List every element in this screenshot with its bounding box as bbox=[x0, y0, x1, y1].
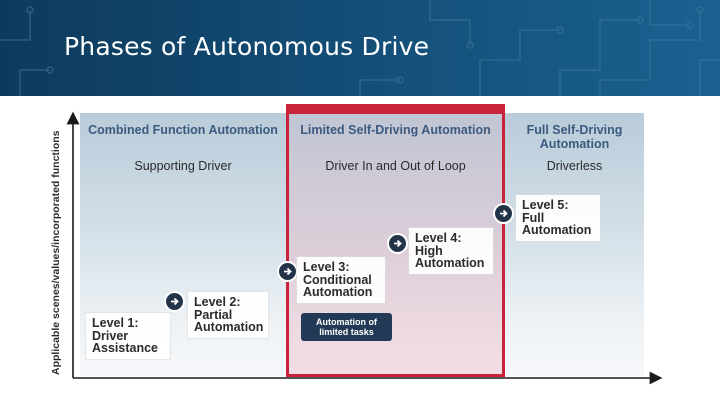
column-heading-limited-self-driving: Limited Self-Driving Automation bbox=[300, 123, 491, 137]
arrow-right-icon bbox=[279, 263, 296, 280]
column-heading-combined-function: Combined Function Automation bbox=[88, 123, 278, 137]
level-1-box: Level 1: Driver Assistance bbox=[86, 313, 170, 359]
highlight-top-bar bbox=[286, 104, 505, 114]
automation-limited-tasks-note: Automation of limited tasks bbox=[301, 313, 392, 341]
level-4-box: Level 4: High Automation bbox=[409, 228, 493, 274]
arrow-right-icon bbox=[389, 235, 406, 252]
arrow-right-icon bbox=[495, 205, 512, 222]
level-3-box: Level 3: Conditional Automation bbox=[297, 257, 385, 303]
arrow-right-icon bbox=[166, 293, 183, 310]
level-5-box: Level 5: Full Automation bbox=[516, 195, 600, 241]
level-2-box: Level 2: Partial Automation bbox=[188, 292, 268, 338]
column-subheading-driverless: Driverless bbox=[546, 159, 603, 173]
title-banner: Phases of Autonomous Drive bbox=[0, 0, 720, 96]
column-subheading-supporting-driver: Supporting Driver bbox=[134, 159, 232, 173]
y-axis-label: Applicable scenes/values/incorporated fu… bbox=[50, 130, 62, 375]
slide-title: Phases of Autonomous Drive bbox=[64, 32, 430, 61]
circuit-pattern-decoration bbox=[0, 0, 720, 96]
column-subheading-driver-in-out-loop: Driver In and Out of Loop bbox=[325, 159, 466, 173]
column-heading-full-self-driving: Full Self-Driving Automation bbox=[526, 123, 623, 151]
